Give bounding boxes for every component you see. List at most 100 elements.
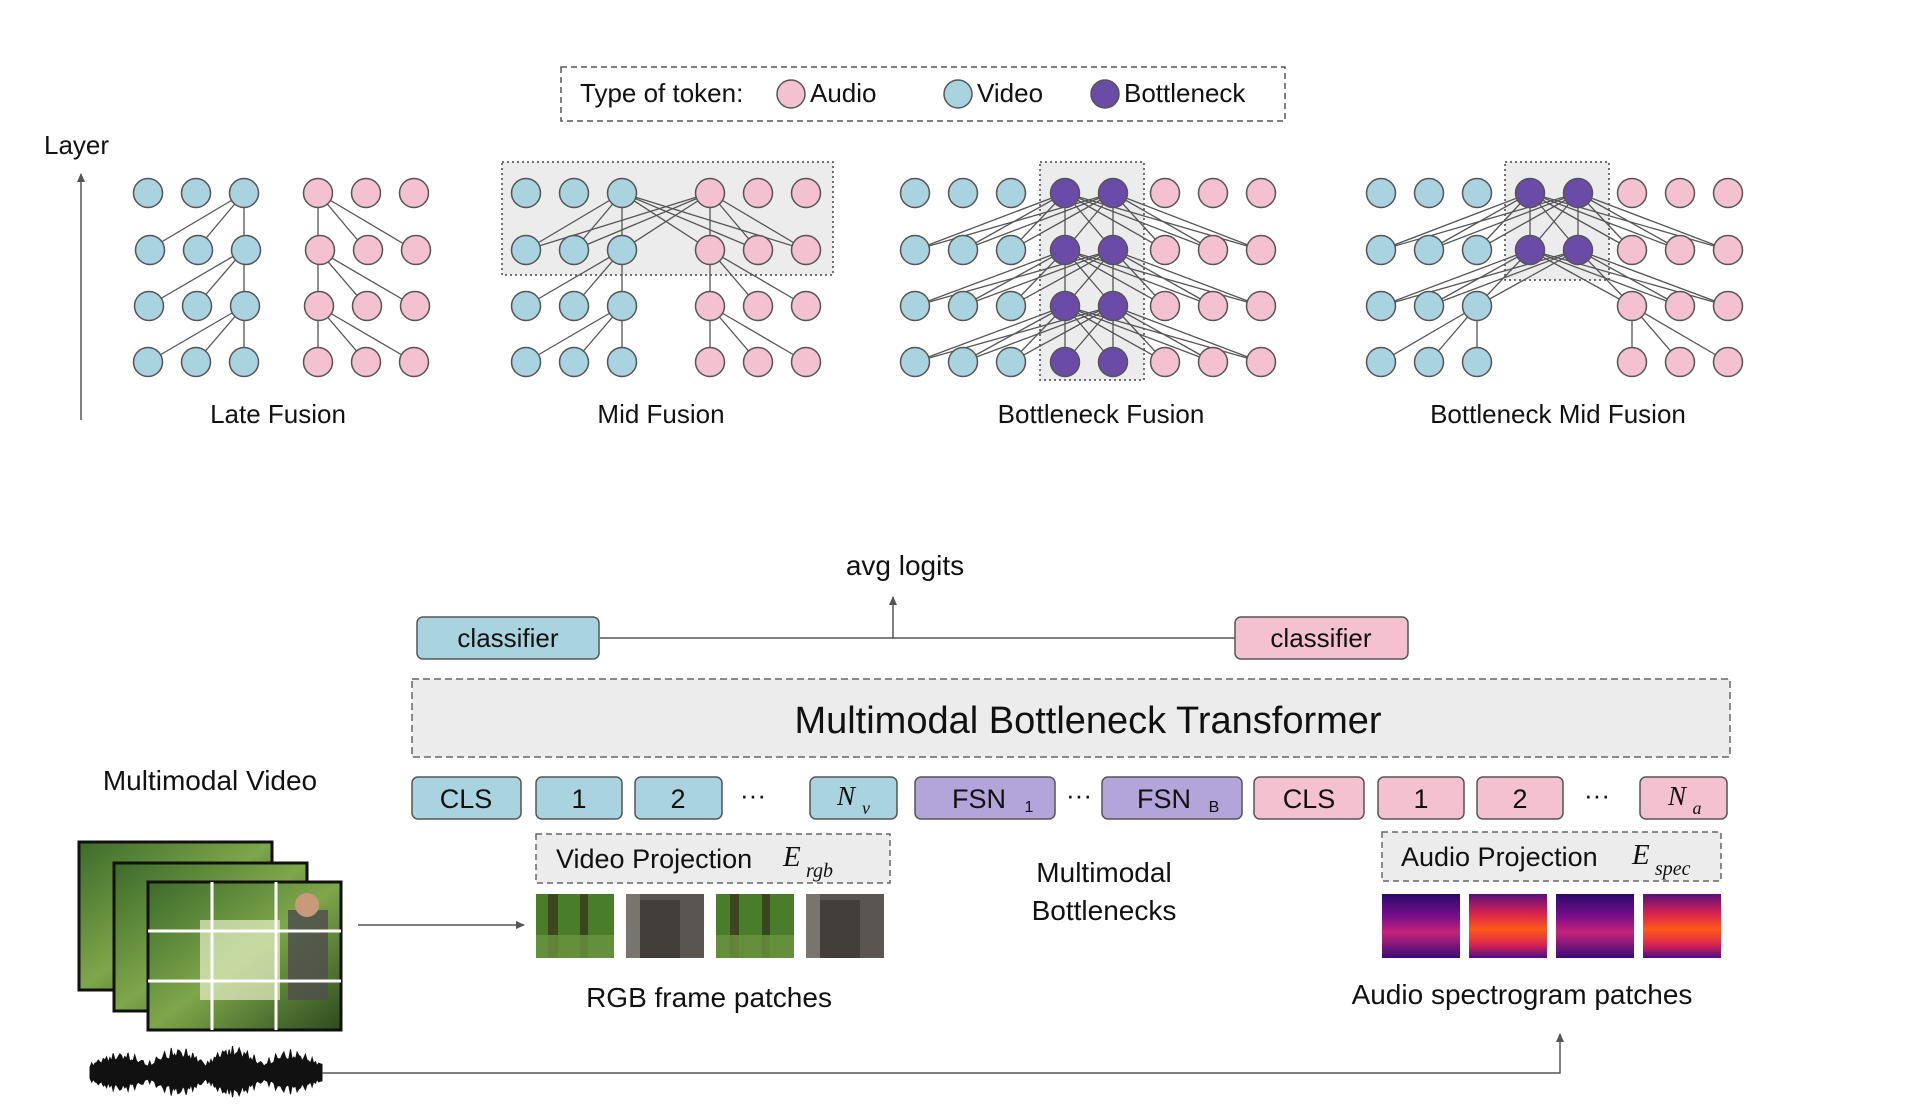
mid-video-token	[510, 234, 542, 266]
mid-video-token	[558, 290, 590, 322]
video-classifier-box	[416, 616, 600, 660]
layer-axis: Layer	[44, 130, 109, 420]
bnm-video-token	[1461, 290, 1493, 322]
bn-video-token	[947, 346, 979, 378]
bnm-video-token	[1413, 177, 1445, 209]
bn-audio-token	[1149, 290, 1181, 322]
bn-video-token	[899, 346, 931, 378]
legend-audio-swatch	[776, 79, 806, 109]
video-token-2	[634, 776, 723, 820]
spec-patch-3	[1556, 894, 1634, 958]
legend-audio-label: Audio	[810, 78, 877, 108]
bn-audio-token	[1149, 346, 1181, 378]
bn-fusion-edge	[1010, 249, 1114, 307]
late-audio-token	[350, 177, 382, 209]
bn-fusion-edge	[962, 249, 1114, 307]
multimodal-video-label: Multimodal Video	[103, 765, 317, 796]
late-audio-token	[399, 290, 431, 322]
audio-token-1-label: 1	[1413, 784, 1428, 814]
spectrogram-patches	[1382, 894, 1721, 958]
audio-projection: Audio Projection E spec	[1381, 831, 1722, 882]
late-audio-token	[398, 346, 430, 378]
bn-video-token	[995, 346, 1027, 378]
transformer-box	[411, 678, 1731, 758]
audio-classifier-box	[1234, 616, 1409, 660]
video-frame-front	[146, 880, 343, 1032]
bnm-bottleneck-token	[1514, 234, 1546, 266]
bnm-audio-token	[1616, 177, 1648, 209]
late-video-token	[229, 290, 261, 322]
bn-fusion-edge	[914, 249, 1114, 307]
audio-input-arrow	[322, 1033, 1564, 1074]
late-video-token	[181, 290, 213, 322]
late-audio-edge	[317, 249, 415, 307]
bn-audio-token	[1245, 177, 1277, 209]
bottleneck-token-first	[914, 776, 1056, 820]
bottleneck-mid-fusion-label: Bottleneck Mid Fusion	[1430, 399, 1686, 429]
bnm-audio-token	[1712, 346, 1744, 378]
bnm-fusion-edge	[1577, 192, 1681, 251]
bnm-fusion-edge	[1577, 249, 1681, 307]
legend-box	[560, 66, 1286, 122]
mid-audio-token	[694, 346, 726, 378]
token-row: CLS 1 2 ··· N v FSN 1 ··· FSN B CLS 1 2 …	[411, 776, 1728, 820]
spec-patch-2	[1469, 894, 1547, 958]
audio-projection-sub: spec	[1655, 858, 1691, 880]
rgb-patches	[536, 894, 884, 958]
mid-fusion-edge	[621, 192, 807, 251]
transformer-label: Multimodal Bottleneck Transformer	[794, 700, 1381, 742]
bn-fusion-edge	[914, 305, 1114, 363]
late-video-token	[182, 234, 214, 266]
late-video-token	[132, 177, 164, 209]
bnm-fusion-edge	[1428, 192, 1579, 251]
mid-audio-token	[694, 177, 726, 209]
video-token-1-label: 1	[571, 784, 586, 814]
bnm-audio-token	[1712, 177, 1744, 209]
bn-audio-token	[1197, 177, 1229, 209]
audio-projection-symbol: E	[1631, 839, 1650, 871]
bnm-audio-token	[1664, 177, 1696, 209]
transformer-block: Multimodal Bottleneck Transformer	[411, 678, 1731, 758]
bn-video-token	[995, 234, 1027, 266]
audio-token-last	[1639, 776, 1728, 820]
late-video-token	[133, 290, 165, 322]
video-token-1	[535, 776, 623, 820]
mid-video-edge	[525, 249, 623, 307]
video-projection-symbol: E	[782, 841, 801, 873]
bottleneck-token-first-sub: 1	[1025, 799, 1034, 816]
audio-waveform	[89, 1046, 323, 1098]
mid-audio-token	[790, 346, 822, 378]
audio-projection-box	[1381, 831, 1722, 882]
video-token-ellipsis: ···	[740, 780, 766, 810]
bn-video-token	[899, 290, 931, 322]
bnm-audio-edge	[1631, 305, 1729, 363]
bnm-fusion-edge	[1476, 249, 1579, 307]
bn-audio-token	[1197, 290, 1229, 322]
mid-fusion-edge	[525, 192, 711, 251]
mid-fusion-edge	[621, 192, 759, 251]
audio-cls-label: CLS	[1283, 784, 1336, 814]
mid-video-edge	[525, 305, 623, 363]
bnm-fusion-edge	[1380, 192, 1531, 251]
bnm-video-token	[1365, 234, 1397, 266]
spec-patch-4	[1643, 894, 1721, 958]
late-video-token	[230, 234, 262, 266]
bn-video-token	[899, 234, 931, 266]
bn-fusion-edge	[1112, 305, 1214, 363]
bottleneck-token-ellipsis: ···	[1066, 780, 1092, 810]
bn-audio-token	[1245, 234, 1277, 266]
mid-fusion-edge	[525, 192, 623, 251]
late-video-token	[180, 177, 212, 209]
late-audio-token	[302, 346, 334, 378]
bnm-video-token	[1365, 177, 1397, 209]
bn-fusion-edge	[914, 249, 1066, 307]
bn-audio-token	[1149, 177, 1181, 209]
bn-fusion-edge	[914, 305, 1066, 363]
bnm-fusion-edge	[1380, 249, 1531, 307]
bn-fusion-edge	[1112, 305, 1262, 363]
fusion-tokens	[132, 177, 1744, 378]
rgb-caption: RGB frame patches	[586, 982, 832, 1013]
spec-caption: Audio spectrogram patches	[1352, 979, 1693, 1010]
late-audio-edge	[317, 305, 415, 363]
